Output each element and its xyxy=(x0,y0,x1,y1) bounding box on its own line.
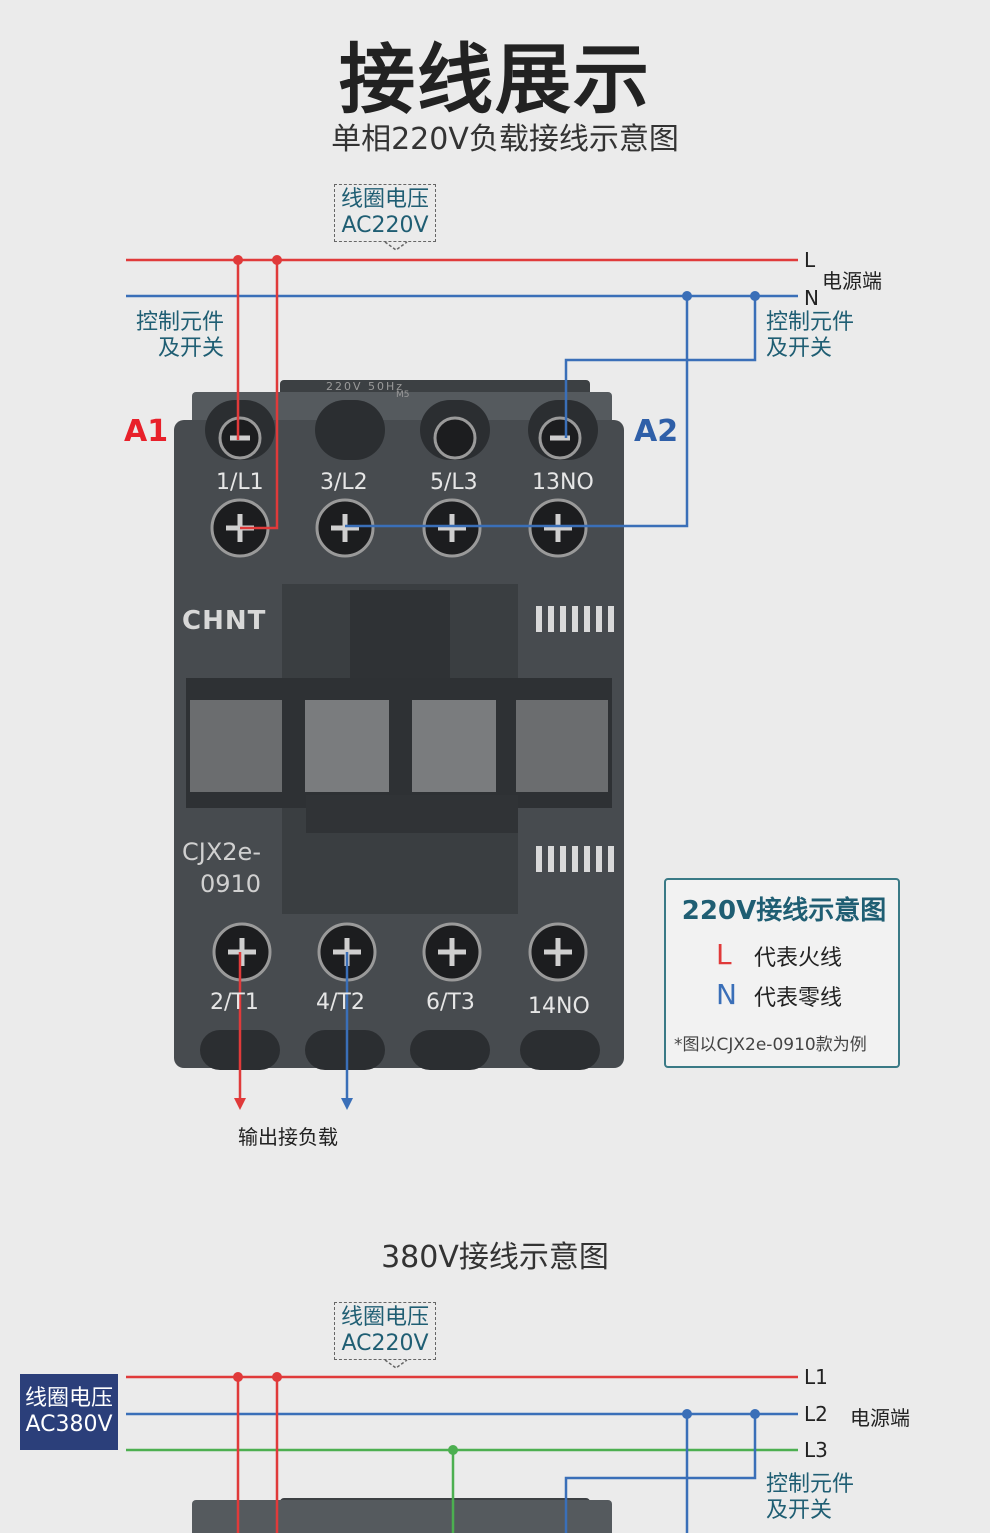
legend-n-symbol: N xyxy=(716,978,737,1011)
wires-220v xyxy=(126,241,798,1110)
terminal-1-l1: 1/L1 xyxy=(216,470,264,495)
wires-380v xyxy=(126,1359,798,1533)
control-left-line1: 控制元件 xyxy=(135,310,224,335)
line-n-label: N xyxy=(804,286,819,310)
control-left-line2: 及开关 xyxy=(157,336,224,361)
model-number: CJX2e- 0910 xyxy=(182,836,261,900)
control-switch-380: 控制元件 及开关 xyxy=(766,1472,854,1524)
coil-voltage-value: AC220V xyxy=(341,213,429,238)
coil-voltage-box-220v: 线圈电压 AC220V xyxy=(334,184,437,242)
control-380-line1: 控制元件 xyxy=(766,1472,855,1497)
control-right-line1: 控制元件 xyxy=(766,310,855,335)
line-l2-label: L2 xyxy=(804,1402,828,1426)
legend-box: 220V接线示意图 L 代表火线 N 代表零线 *图以CJX2e-0910款为例 xyxy=(664,878,900,1068)
terminal-4-t2: 4/T2 xyxy=(316,990,365,1015)
control-380-line2: 及开关 xyxy=(766,1498,833,1523)
line-l-label: L xyxy=(804,248,816,272)
page-title: 接线展示 xyxy=(339,35,651,124)
model-line1: CJX2e- xyxy=(182,838,261,866)
legend-n-text: 代表零线 xyxy=(754,986,843,1011)
legend-note: *图以CJX2e-0910款为例 xyxy=(674,1035,867,1055)
model-line2: 0910 xyxy=(200,870,262,898)
power-side-label-380: 电源端 xyxy=(850,1406,910,1430)
legend-l-symbol: L xyxy=(716,938,732,971)
subtitle-380v: 380V接线示意图 xyxy=(381,1240,609,1275)
coil-voltage-ac380v-badge: 线圈电压 AC380V xyxy=(20,1374,118,1450)
terminal-screws xyxy=(210,416,588,982)
coil-voltage-label: 线圈电压 xyxy=(341,187,430,212)
terminal-6-t3: 6/T3 xyxy=(426,990,475,1015)
subtitle-220v: 单相220V负载接线示意图 xyxy=(331,122,679,157)
control-right-line2: 及开关 xyxy=(766,336,833,361)
power-side-label: 电源端 xyxy=(822,269,882,293)
terminal-5-l3: 5/L3 xyxy=(430,470,478,495)
control-switch-right: 控制元件 及开关 xyxy=(766,310,854,362)
terminal-14no: 14NO xyxy=(528,994,590,1019)
terminal-2-t1: 2/T1 xyxy=(210,990,259,1015)
coil380-label: 线圈电压 xyxy=(24,1386,113,1411)
coil-voltage-value-380: AC220V xyxy=(341,1331,429,1356)
a1-label: A1 xyxy=(124,414,169,449)
output-load-label: 输出接负载 xyxy=(238,1125,338,1149)
terminal-13no: 13NO xyxy=(532,470,594,495)
line-l3-label: L3 xyxy=(804,1438,828,1462)
coil-voltage-box-380v: 线圈电压 AC220V xyxy=(334,1302,437,1360)
legend-title: 220V接线示意图 xyxy=(681,896,887,926)
legend-l-text: 代表火线 xyxy=(754,946,843,971)
coil380-value: AC380V xyxy=(25,1412,113,1437)
line-l1-label: L1 xyxy=(804,1365,828,1389)
brand-logo: CHNT xyxy=(182,606,267,636)
a2-label: A2 xyxy=(634,414,679,449)
contactor-rating-sub: M5 xyxy=(396,390,410,400)
control-switch-left: 控制元件 及开关 xyxy=(132,310,224,362)
contactor-rating-text: 220V 50Hz xyxy=(326,380,405,393)
terminal-3-l2: 3/L2 xyxy=(320,470,368,495)
coil-voltage-label-380: 线圈电压 xyxy=(341,1305,430,1330)
